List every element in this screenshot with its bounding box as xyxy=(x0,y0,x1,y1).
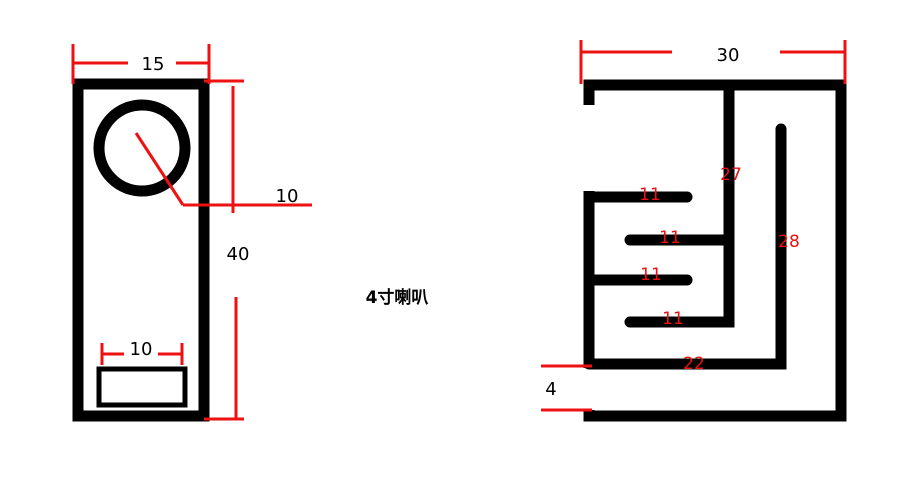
label-inner-vertical: 27 xyxy=(720,165,742,185)
label-bottom: 22 xyxy=(683,354,705,374)
width-dimension: 15 xyxy=(71,44,211,84)
gap-dimension: 4 xyxy=(541,364,592,412)
outer-channel-wall xyxy=(583,123,787,370)
label-fin-2: 11 xyxy=(659,228,681,248)
right-view: 30 4 11 11 11 11 27 28 22 xyxy=(541,40,847,422)
right-width-dimension: 30 xyxy=(579,40,847,84)
gap-label: 4 xyxy=(545,379,556,400)
label-outer-vertical: 28 xyxy=(778,232,800,252)
speaker-circle xyxy=(93,99,191,197)
port-dimension: 10 xyxy=(100,339,184,365)
label-fin-3: 11 xyxy=(640,265,662,285)
height-dimension: 40 xyxy=(204,79,250,421)
label-fin-4: 11 xyxy=(662,309,684,329)
radius-label: 10 xyxy=(276,186,299,207)
width-label: 15 xyxy=(142,54,165,75)
left-enclosure-outline xyxy=(72,78,210,422)
left-view: 15 40 10 10 xyxy=(71,44,312,422)
center-title: 4寸喇叭 xyxy=(366,287,429,308)
port-label: 10 xyxy=(130,339,153,360)
inner-channel-wall xyxy=(624,84,735,328)
radius-dimension: 10 xyxy=(134,132,312,207)
height-label: 40 xyxy=(227,244,250,265)
port-rectangle xyxy=(96,366,188,408)
right-width-label: 30 xyxy=(717,45,740,66)
label-fin-1: 11 xyxy=(639,185,661,205)
right-outer-wall xyxy=(583,79,847,422)
